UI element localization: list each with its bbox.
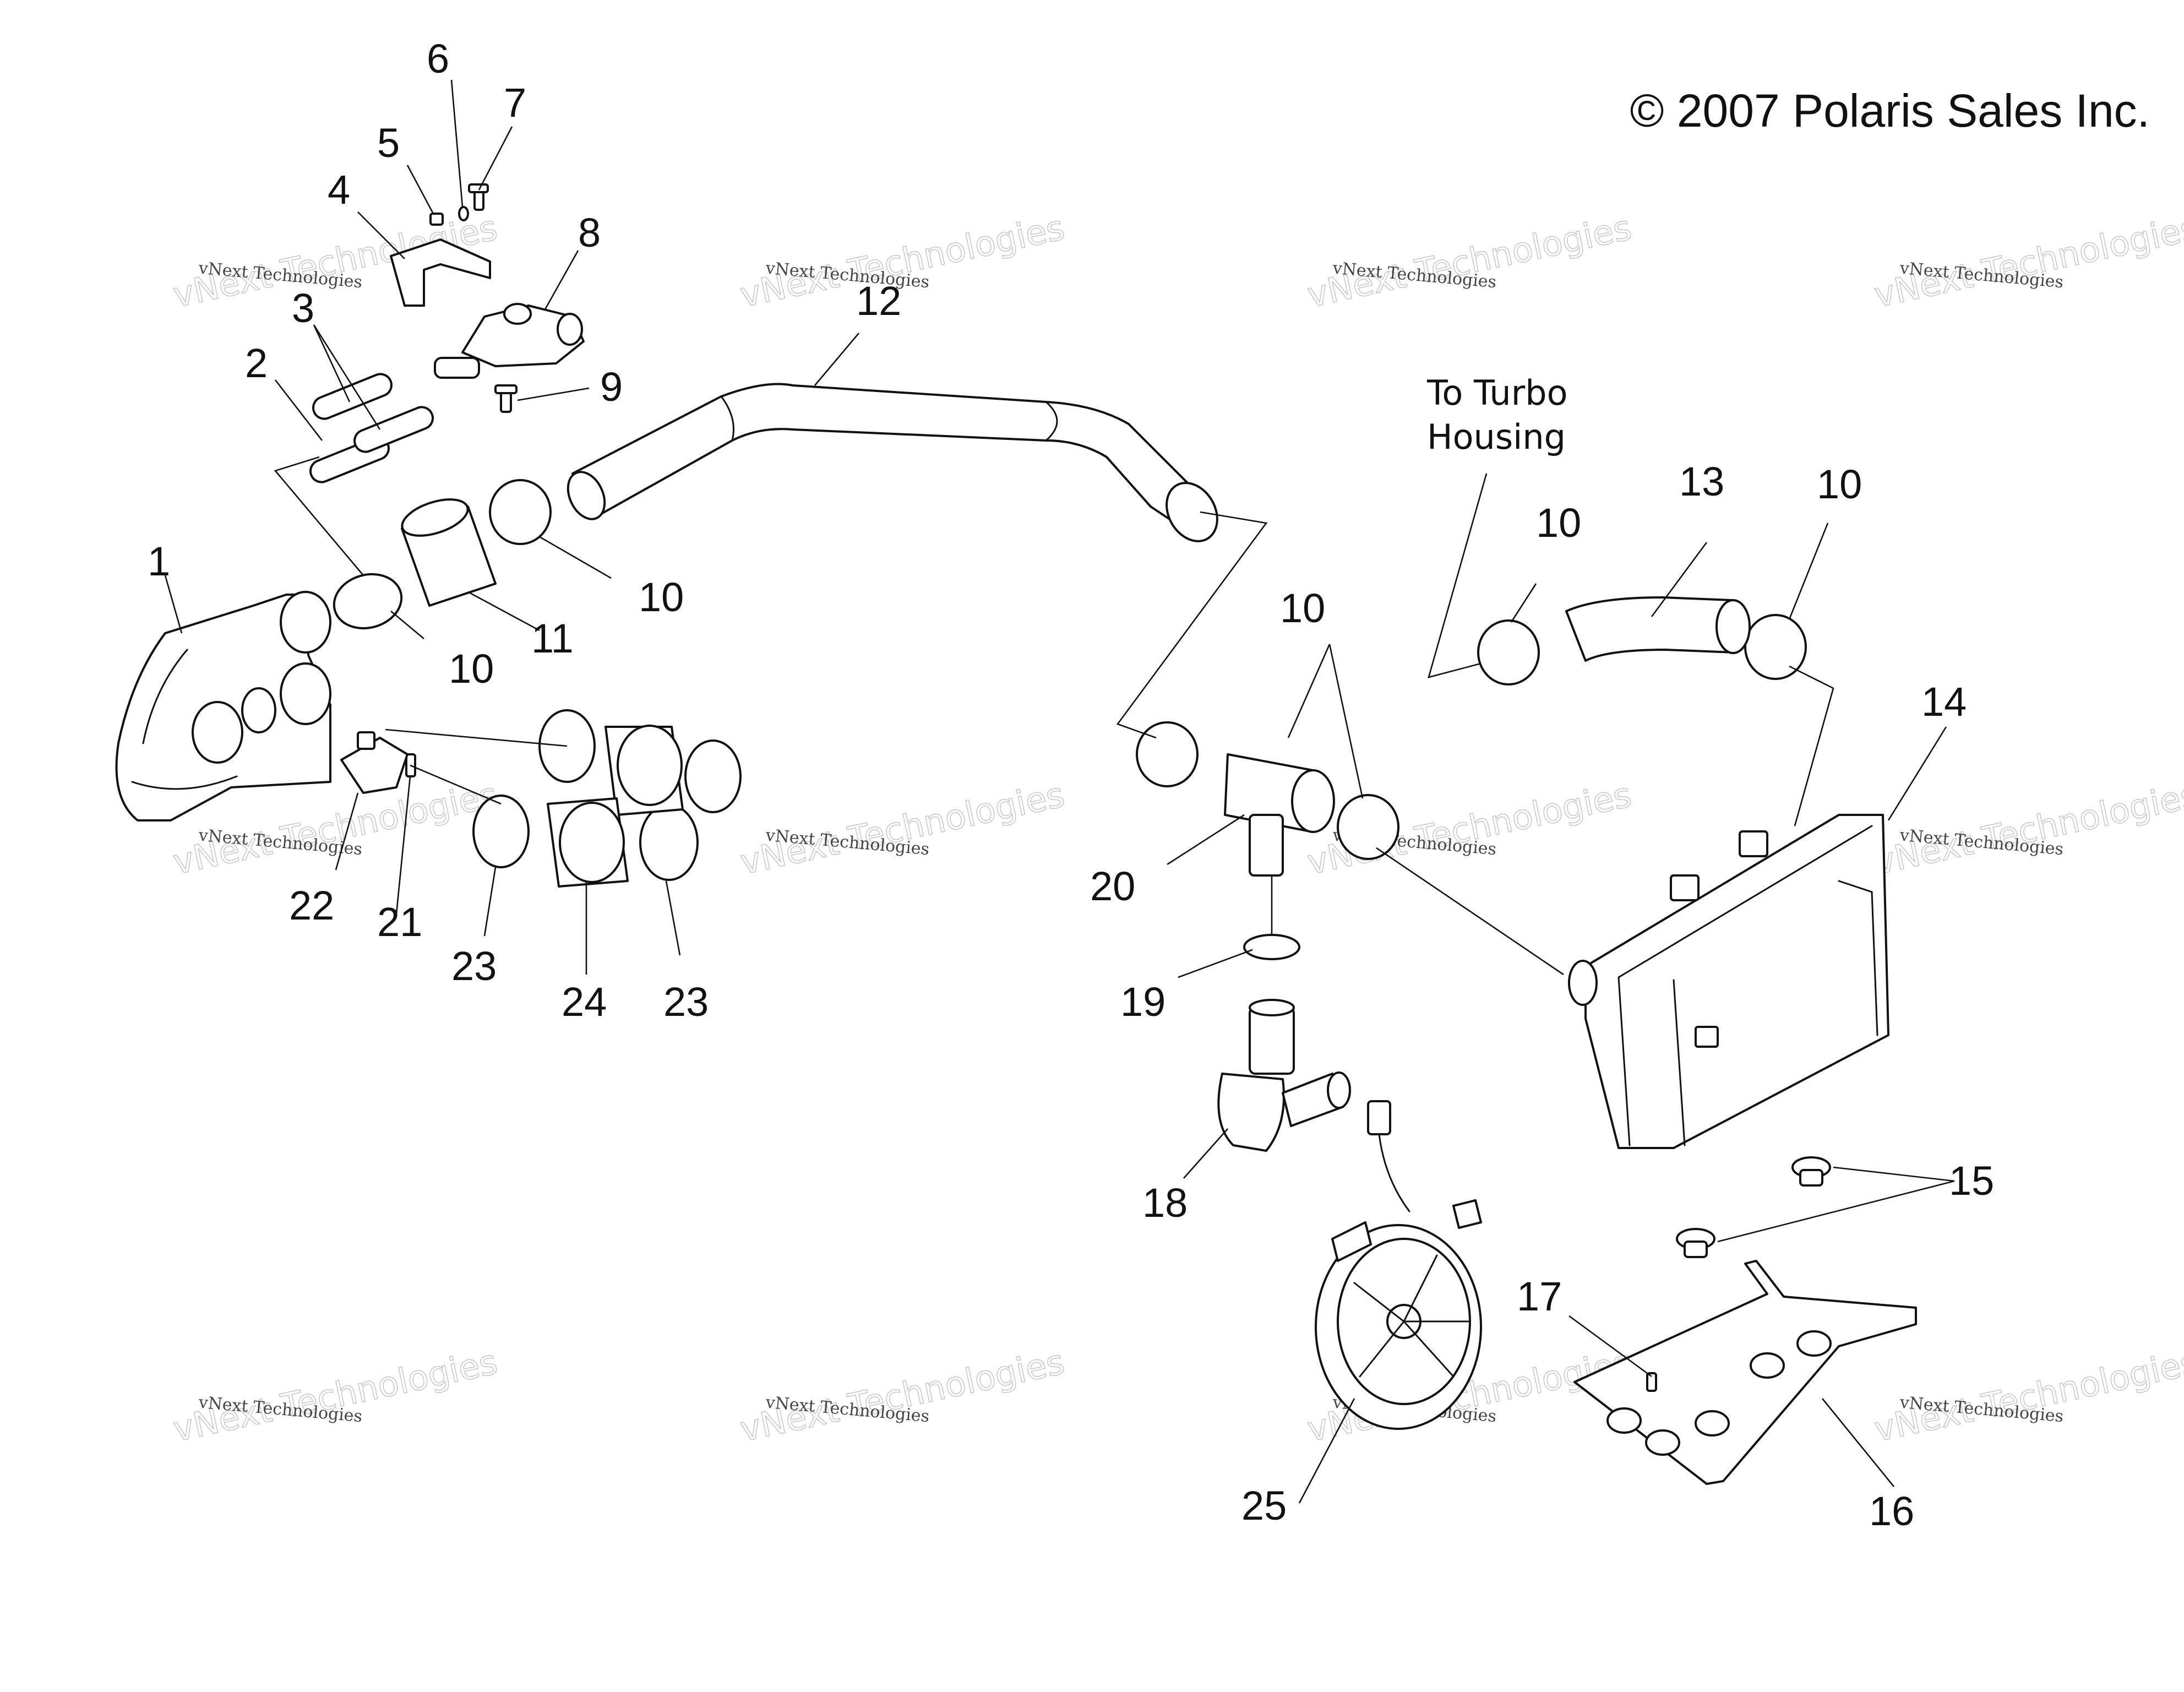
callout-24: 24 xyxy=(562,979,607,1025)
callout-9: 9 xyxy=(600,364,623,410)
part-24-boot-b xyxy=(547,797,629,888)
part-23-clamp-d xyxy=(684,739,742,813)
part-15-grommet-b xyxy=(1676,1228,1715,1258)
part-19-clamp xyxy=(1243,934,1300,960)
part-8-valve xyxy=(434,303,585,379)
callout-10-e: 10 xyxy=(1817,461,1862,507)
part-14-intercooler xyxy=(1568,814,1889,1149)
part-6-washer xyxy=(458,206,469,221)
callout-4: 4 xyxy=(328,167,350,213)
callout-10-a: 10 xyxy=(639,574,684,620)
part-12-intake-tube xyxy=(567,383,1218,542)
copyright-notice: © 2007 Polaris Sales Inc. xyxy=(1630,85,2150,137)
part-5-nut xyxy=(429,213,444,226)
part-4-bracket xyxy=(390,238,491,307)
part-17-screw xyxy=(1646,1372,1657,1392)
part-3-hoses xyxy=(312,373,434,453)
part-10-clamp-d xyxy=(1337,794,1399,860)
part-22-sensor xyxy=(340,731,409,794)
part-13-hose xyxy=(1565,596,1751,662)
callout-3: 3 xyxy=(292,285,314,331)
callout-23-a: 23 xyxy=(451,943,497,989)
callout-10-d: 10 xyxy=(1536,500,1581,546)
callout-25: 25 xyxy=(1241,1483,1287,1528)
callout-17: 17 xyxy=(1517,1274,1562,1319)
part-18-bypass-valve xyxy=(1217,999,1351,1152)
callout-21: 21 xyxy=(377,899,422,945)
part-20-tee-fitting xyxy=(1224,753,1335,877)
callout-20: 20 xyxy=(1090,863,1135,909)
callout-10-c: 10 xyxy=(1280,585,1325,631)
callout-12: 12 xyxy=(856,278,901,324)
part-24-boot-a xyxy=(604,725,684,816)
part-23-clamp-a xyxy=(472,795,530,868)
callout-15: 15 xyxy=(1949,1158,1994,1204)
part-25-fan xyxy=(1315,1100,1482,1430)
part-9-screw xyxy=(494,384,518,413)
callout-6: 6 xyxy=(427,36,449,81)
callout-5: 5 xyxy=(377,120,400,166)
callout-2: 2 xyxy=(245,340,268,386)
part-1-airbox xyxy=(115,591,331,821)
note-line-1: To Turbo xyxy=(1426,373,1568,413)
callout-8: 8 xyxy=(578,210,601,255)
callout-13: 13 xyxy=(1679,459,1724,504)
part-11-coupler xyxy=(401,498,497,607)
callout-22: 22 xyxy=(289,883,334,928)
callout-numbers: 1 2 3 4 5 6 7 8 9 10 10 10 10 10 10 11 1… xyxy=(148,36,1994,1534)
note-line-2: Housing xyxy=(1427,417,1566,457)
part-7-screw xyxy=(468,183,489,211)
callout-7: 7 xyxy=(504,80,526,126)
part-10-clamp-b xyxy=(489,479,552,545)
callout-19: 19 xyxy=(1120,979,1165,1025)
callout-10-b: 10 xyxy=(449,646,494,692)
part-10-clamp-f xyxy=(1744,614,1807,680)
callout-23-b: 23 xyxy=(663,979,709,1025)
callout-14: 14 xyxy=(1921,679,1967,725)
callout-11: 11 xyxy=(531,616,574,661)
part-16-bracket xyxy=(1573,1260,1917,1485)
part-10-clamp-a xyxy=(333,573,403,630)
part-15-grommet-a xyxy=(1791,1156,1831,1187)
part-23-clamp-b xyxy=(639,804,699,881)
leader-lines xyxy=(164,79,1955,1504)
callout-16: 16 xyxy=(1869,1488,1914,1534)
callout-18: 18 xyxy=(1142,1180,1188,1226)
part-10-clamp-c xyxy=(1136,721,1199,787)
callout-1: 1 xyxy=(148,538,170,584)
part-10-clamp-e xyxy=(1477,619,1540,685)
